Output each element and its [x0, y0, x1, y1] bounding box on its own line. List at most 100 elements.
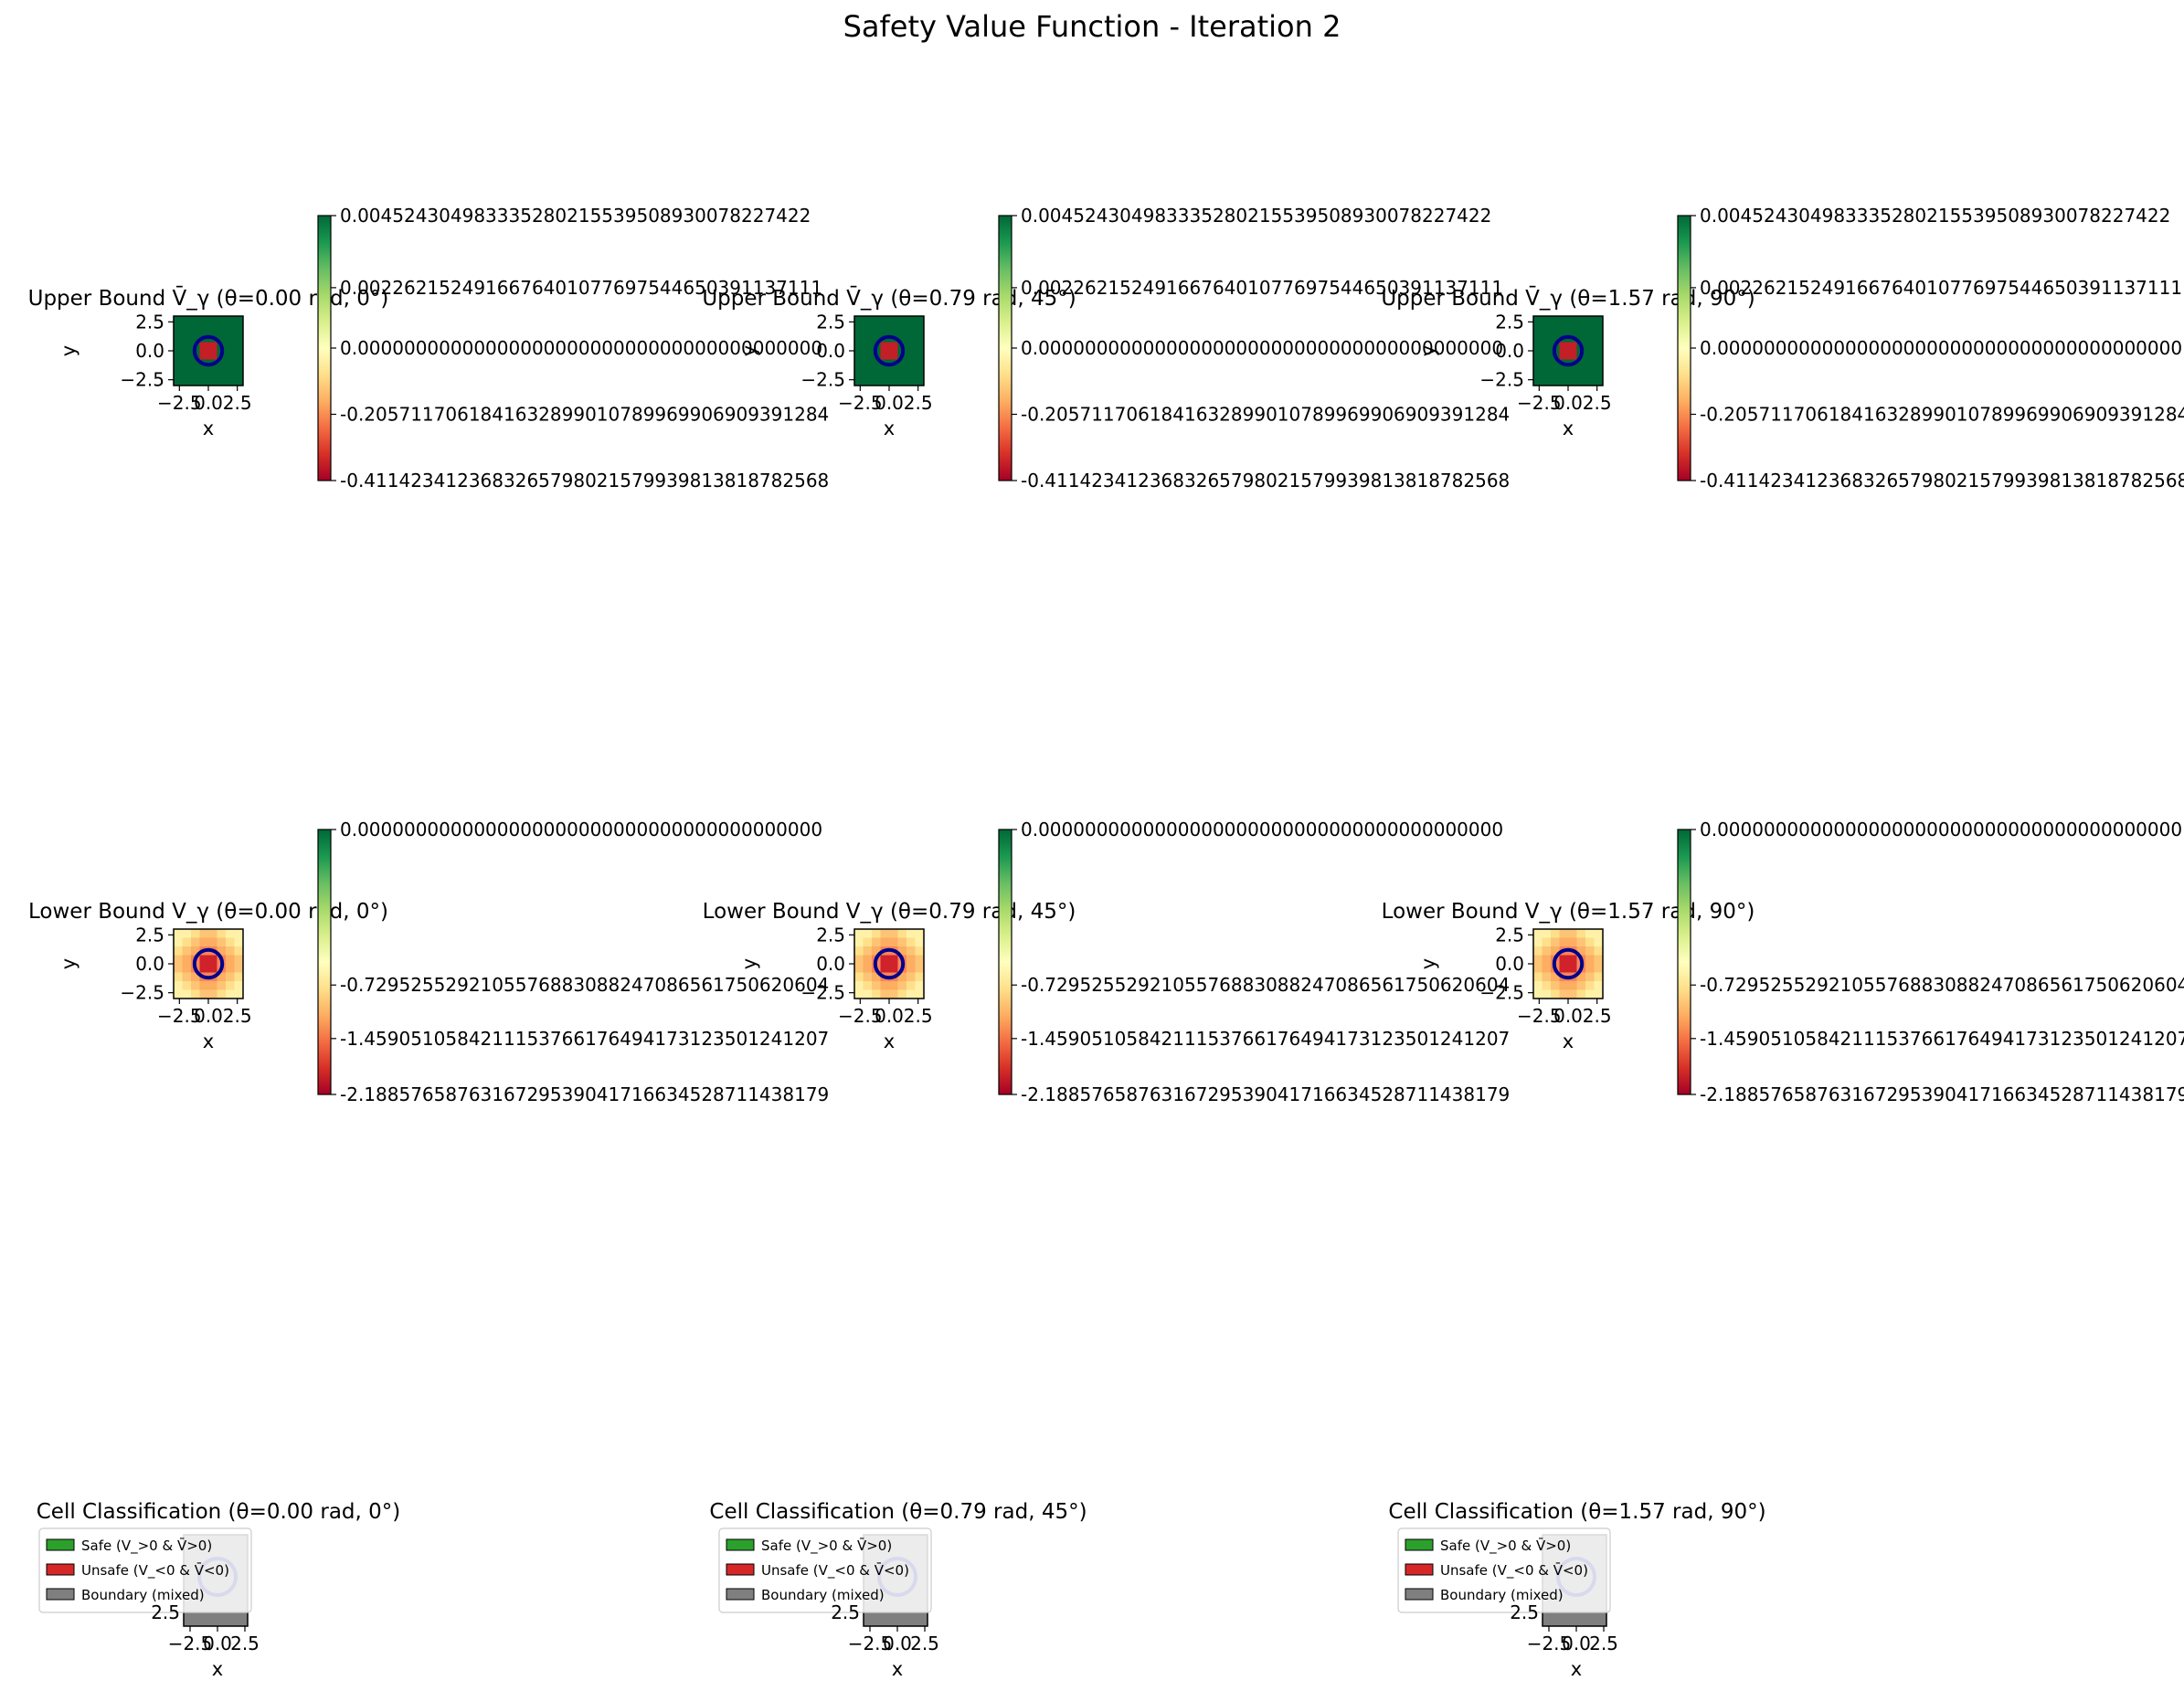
heatmap-cell — [880, 937, 890, 947]
heatmap-cell — [234, 972, 244, 982]
heatmap-cell — [863, 937, 873, 947]
heatmap-cell — [182, 937, 192, 947]
heatmap — [1533, 316, 1603, 386]
x-axis-label: x — [884, 1030, 895, 1052]
colorbar-tick-label: -0.7295255292105576883088247086561750620… — [1021, 974, 1510, 996]
x-tick-label: −2.5 — [848, 1633, 893, 1654]
heatmap-cell — [226, 946, 235, 956]
heatmap-cell — [915, 972, 925, 982]
heatmap-cell — [1576, 981, 1586, 990]
heatmap-cell — [897, 989, 907, 999]
heatmap-cell — [191, 989, 200, 999]
legend-swatch — [46, 1588, 75, 1601]
x-axis-label: x — [884, 417, 895, 439]
x-tick-label: 2.5 — [230, 1633, 260, 1654]
heatmap-cell — [191, 981, 200, 990]
heatmap-cell — [1533, 972, 1543, 982]
legend-frame — [38, 1527, 252, 1613]
heatmap-cell — [234, 946, 244, 956]
heatmap-cell — [889, 964, 898, 973]
obstacle-circle — [873, 334, 906, 367]
heatmap-cell — [1594, 955, 1604, 965]
heatmap-cell — [906, 972, 916, 982]
colorbar-tick-label: -2.1885765876316729539041716634528711438… — [1700, 1083, 2184, 1105]
heatmap-cell — [191, 972, 200, 982]
y-axis-label: y — [58, 958, 80, 969]
colorbar-tick-label: -2.1885765876316729539041716634528711438… — [340, 1083, 829, 1105]
y-tick-label: 0.0 — [1495, 340, 1524, 362]
figure-title: Safety Value Function - Iteration 2 — [843, 9, 1341, 44]
heatmap-cell — [1576, 989, 1586, 999]
heatmap-cell — [226, 972, 235, 982]
legend: Safe (V_>0 & V̄>0)Unsafe (V_<0 & V̄<0)Bo… — [1397, 1527, 1611, 1613]
heatmap-cell — [226, 955, 235, 965]
x-tick-label: −2.5 — [1527, 1633, 1572, 1654]
x-tick-label: 2.5 — [1583, 392, 1612, 414]
x-axis-label: x — [1563, 417, 1574, 439]
subplot-8: Cell Classification (θ=0.79 rad, 45°)Saf… — [709, 1500, 1087, 1680]
heatmap-cell — [1542, 955, 1552, 965]
subplot-6: Lower Bound V_γ (θ=1.57 rad, 90°)−2.50.0… — [1382, 819, 2184, 1105]
heatmap-cell — [234, 955, 244, 965]
heatmap-cell — [854, 946, 864, 956]
heatmap-cell — [863, 981, 873, 990]
heatmap-cell — [174, 989, 183, 999]
heatmap-cell — [208, 955, 217, 965]
legend: Safe (V_>0 & V̄>0)Unsafe (V_<0 & V̄<0)Bo… — [718, 1527, 932, 1613]
heatmap-cell — [863, 989, 873, 999]
y-tick-label: 2.5 — [151, 1601, 180, 1623]
y-tick-label: 2.5 — [135, 924, 164, 946]
heatmap-cell — [1576, 929, 1586, 938]
heatmap-cell — [880, 342, 898, 360]
x-tick-label: 0.0 — [194, 1005, 223, 1027]
legend-label: Safe (V_>0 & V̄>0) — [81, 1537, 212, 1555]
legend: Safe (V_>0 & V̄>0)Unsafe (V_<0 & V̄<0)Bo… — [38, 1527, 252, 1613]
heatmap-cell — [174, 972, 183, 982]
heatmap-cell — [915, 955, 925, 965]
x-axis-label: x — [892, 1658, 903, 1680]
x-axis-label: x — [212, 1658, 223, 1680]
y-axis-label: y — [58, 345, 80, 356]
heatmap-cell — [1585, 937, 1595, 947]
obstacle-circle — [1552, 947, 1585, 980]
x-tick-label: 0.0 — [883, 1633, 912, 1654]
heatmap-cell — [1559, 929, 1569, 938]
heatmap-cell — [863, 955, 873, 965]
heatmap-cell — [915, 981, 925, 990]
heatmap-cell — [889, 989, 898, 999]
subplot-3: Upper Bound V̄_γ (θ=1.57 rad, 90°)−2.50.… — [1381, 205, 2184, 491]
heatmap-cell — [1533, 955, 1543, 965]
heatmap-cell — [1533, 929, 1543, 938]
heatmap-cell — [226, 989, 235, 999]
legend-label: Unsafe (V_<0 & V̄<0) — [81, 1561, 229, 1580]
x-tick-label: 2.5 — [223, 392, 252, 414]
heatmap-cell — [1533, 937, 1543, 947]
heatmap-cell — [889, 981, 898, 990]
y-axis-label: y — [1417, 958, 1439, 969]
legend-label: Boundary (mixed) — [1440, 1587, 1564, 1603]
heatmap-cell — [1533, 981, 1543, 990]
colorbar-tick-label: -0.4114234123683265798021579939813818782… — [1021, 470, 1510, 491]
x-tick-label: 0.0 — [875, 392, 904, 414]
colorbar — [1677, 829, 1691, 1095]
heatmap-cell — [1551, 989, 1560, 999]
heatmap-cell — [1594, 929, 1604, 938]
colorbar-tick-label: 0.00226215249166764010776975446503911371… — [340, 277, 822, 299]
y-tick-label: 2.5 — [1495, 924, 1524, 946]
heatmap-cell — [872, 929, 881, 938]
y-tick-label: 2.5 — [1510, 1601, 1539, 1623]
colorbar-tick-label: -0.7295255292105576883088247086561750620… — [340, 974, 829, 996]
subplot-title: Upper Bound V̄_γ (θ=0.79 rad, 45°) — [702, 285, 1076, 311]
heatmap-cell — [872, 946, 881, 956]
heatmap-cell — [1551, 937, 1560, 947]
legend-label: Unsafe (V_<0 & V̄<0) — [761, 1561, 909, 1580]
heatmap-cell — [217, 972, 227, 982]
heatmap-cell — [1576, 972, 1586, 982]
heatmap-cell — [1559, 981, 1569, 990]
heatmap-cell — [863, 929, 873, 938]
heatmap-cell — [1585, 929, 1595, 938]
heatmap-cell — [854, 964, 864, 973]
heatmap-cell — [217, 946, 227, 956]
heatmap-cell — [915, 964, 925, 973]
